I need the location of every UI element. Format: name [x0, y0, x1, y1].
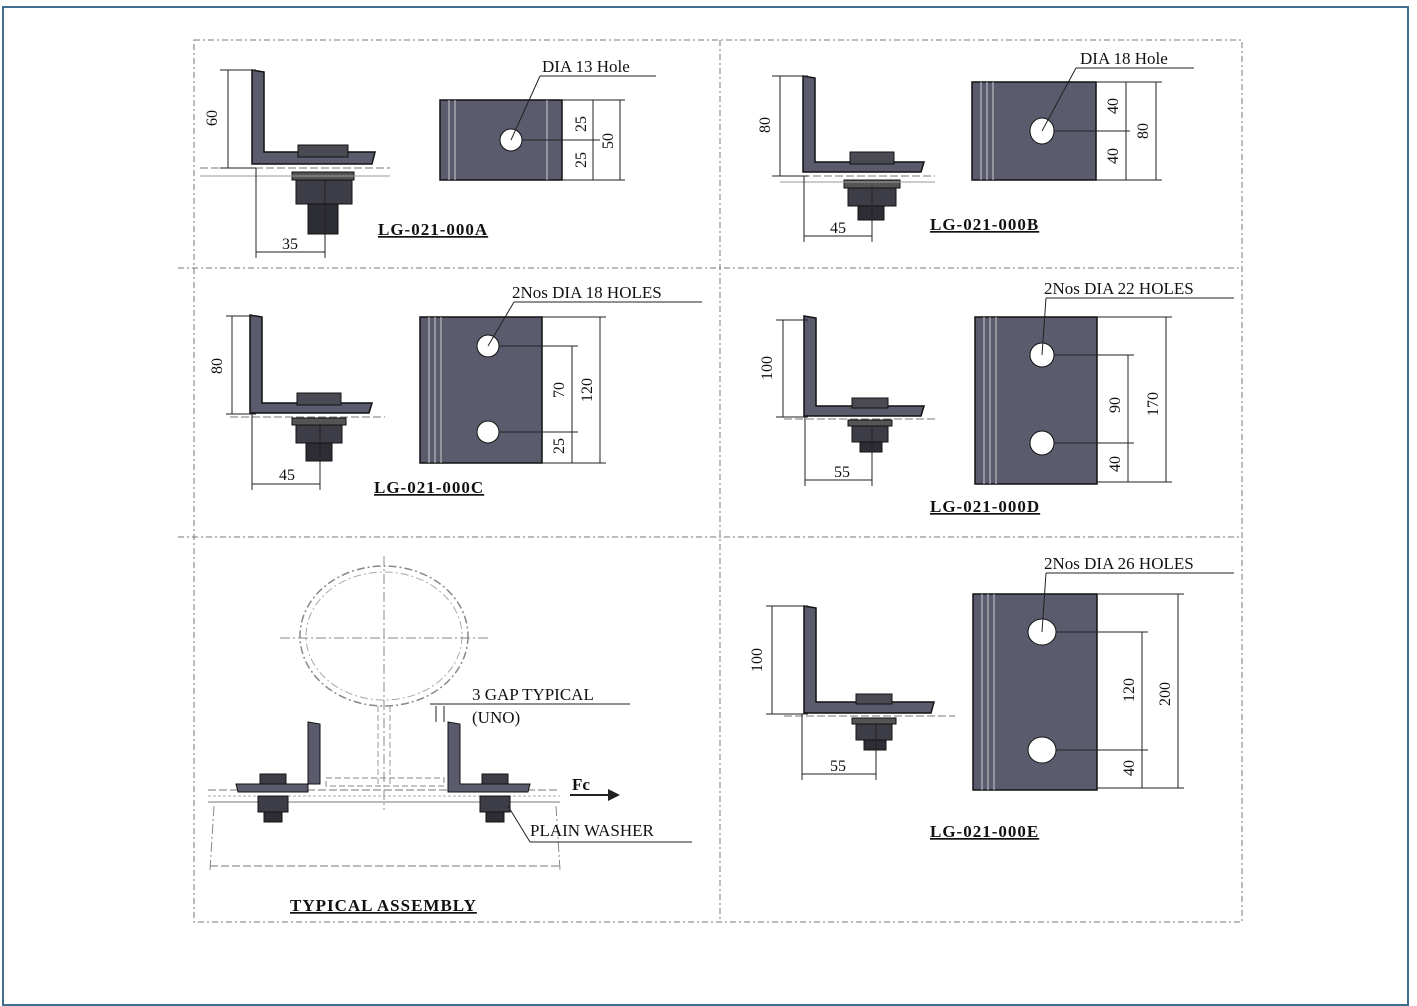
hole-label: 2Nos DIA 18 HOLES — [512, 283, 662, 302]
dim-height: 60 — [204, 110, 221, 126]
panel-grid — [178, 39, 1243, 923]
right-angle — [447, 721, 531, 823]
washer-label: PLAIN WASHER — [530, 821, 655, 840]
angle-side-view — [200, 69, 390, 235]
dim-spacing: 90 — [1107, 397, 1124, 413]
part-number: LG-021-000B — [930, 215, 1039, 234]
hole-label: DIA 18 Hole — [1080, 49, 1168, 68]
angle-side-view — [784, 315, 935, 453]
dim-total: 120 — [579, 378, 596, 402]
dimension-lines — [772, 75, 873, 242]
hole-label: DIA 13 Hole — [542, 57, 630, 76]
force-label: Fc — [572, 775, 590, 794]
dim-total: 170 — [1145, 392, 1162, 416]
gap-leader — [430, 703, 692, 843]
dim-total: 80 — [1135, 123, 1152, 139]
dim-spacing: 120 — [1121, 678, 1138, 702]
dim-top: 25 — [573, 116, 590, 132]
dimension-lines — [510, 75, 656, 181]
dim-total: 200 — [1157, 682, 1174, 706]
shoe-web — [325, 706, 445, 787]
dimension-lines — [1041, 67, 1194, 181]
pipe-outline — [280, 556, 488, 810]
plate-front-view — [974, 316, 1098, 485]
hole-label: 2Nos DIA 26 HOLES — [1044, 554, 1194, 573]
dim-bottom: 40 — [1107, 456, 1124, 472]
part-number: LG-021-000A — [378, 220, 488, 239]
dim-total: 50 — [600, 133, 617, 149]
part-number: LG-021-000D — [930, 497, 1040, 516]
dim-height: 80 — [757, 117, 774, 133]
gap-note: (UNO) — [472, 708, 520, 727]
dim-bottom: 40 — [1121, 760, 1138, 776]
panel-e: 100 55 120 40 200 2Nos DIA 26 HOLES LG-0… — [749, 554, 1234, 841]
dimension-lines — [766, 605, 877, 780]
left-angle — [235, 721, 321, 823]
dimension-lines — [220, 69, 326, 258]
typical-assembly: 3 GAP TYPICAL (UNO) Fc PLAIN WASHER TYPI… — [208, 556, 692, 915]
dim-top: 40 — [1105, 98, 1122, 114]
dim-width: 35 — [282, 236, 298, 253]
dim-height: 100 — [749, 648, 766, 672]
panel-b: 80 45 40 40 80 DIA 18 Hole LG-021-000B — [757, 49, 1194, 242]
dimension-lines — [1041, 297, 1234, 483]
dim-bottom: 40 — [1105, 148, 1122, 164]
plate-front-view — [419, 316, 543, 464]
panel-a: 60 35 25 25 50 DIA 13 Hole LG-021-000A — [200, 57, 656, 258]
angle-side-view — [784, 605, 955, 751]
dim-width: 45 — [830, 220, 846, 237]
dimension-lines — [487, 301, 702, 464]
plate-front-view — [972, 593, 1098, 791]
part-number: LG-021-000E — [930, 822, 1039, 841]
dim-height: 100 — [759, 356, 776, 380]
dim-width: 45 — [279, 467, 295, 484]
hole-label: 2Nos DIA 22 HOLES — [1044, 279, 1194, 298]
dim-width: 55 — [834, 464, 850, 481]
dim-width: 55 — [830, 758, 846, 775]
dim-spacing: 70 — [551, 382, 568, 398]
dim-bottom: 25 — [573, 152, 590, 168]
angle-side-view — [780, 75, 935, 221]
angle-side-view — [230, 314, 385, 462]
part-number: LG-021-000C — [374, 478, 484, 497]
dimension-lines — [776, 319, 873, 486]
assembly-title: TYPICAL ASSEMBLY — [290, 896, 477, 915]
dim-bottom: 25 — [551, 438, 568, 454]
panel-d: 100 55 90 40 170 2Nos DIA 22 HOLES LG-02… — [759, 279, 1234, 516]
dimension-lines — [1041, 572, 1234, 789]
dim-height: 80 — [209, 358, 226, 374]
panel-c: 80 45 70 25 120 2Nos DIA 18 HOLES LG-021… — [209, 283, 702, 497]
gap-label: 3 GAP TYPICAL — [472, 685, 594, 704]
dimension-lines — [226, 315, 321, 490]
